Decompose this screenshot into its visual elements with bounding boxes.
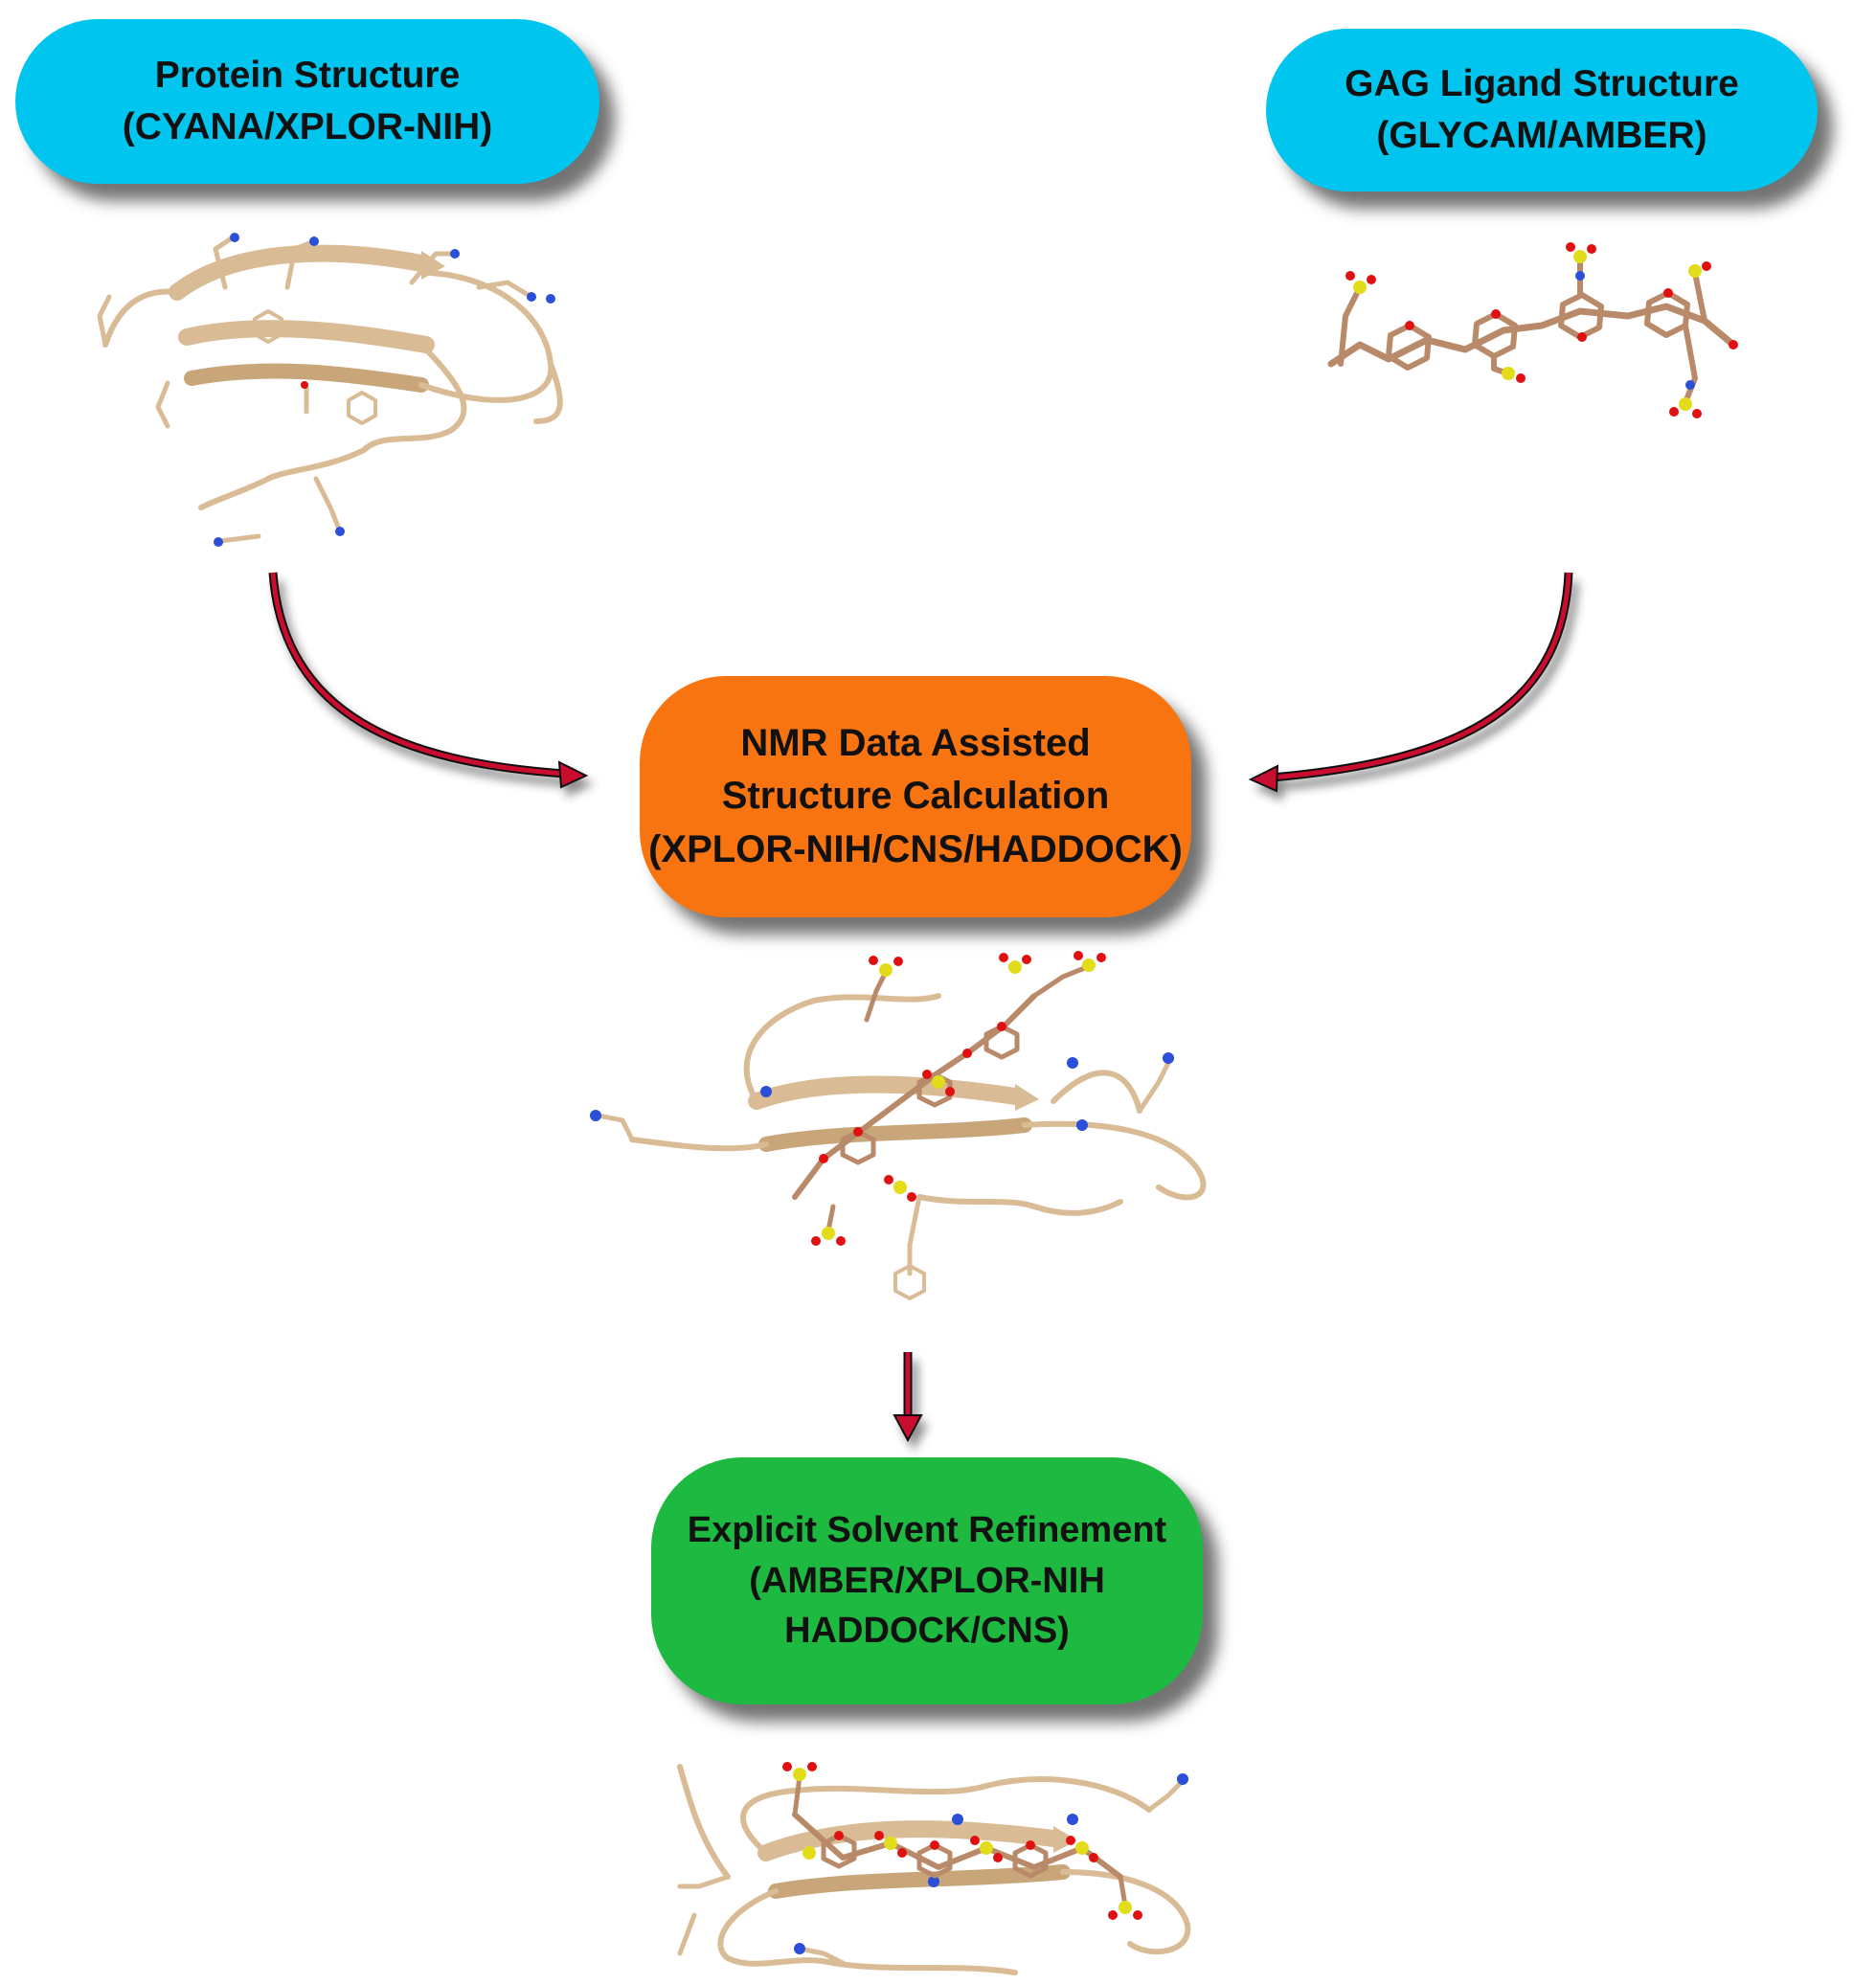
protein-structure-title: Protein Structure (154, 55, 461, 97)
protein-ribbon-icon (97, 233, 563, 547)
nmr-calculation-box: NMR Data Assisted Structure Calculation … (640, 676, 1191, 917)
gag-ligand-title: GAG Ligand Structure (1345, 63, 1739, 105)
solvent-refinement-tools-1: (AMBER/XPLOR-NIH (749, 1560, 1105, 1601)
solvent-refinement-title: Explicit Solvent Refinement (687, 1510, 1167, 1551)
arrow-gag-to-nmr (1248, 572, 1573, 793)
solvent-refinement-box: Explicit Solvent Refinement (AMBER/XPLOR… (651, 1457, 1203, 1704)
protein-structure-box: Protein Structure (CYANA/XPLOR-NIH) (15, 19, 599, 184)
gag-ligand-tools: (GLYCAM/AMBER) (1376, 115, 1707, 156)
nmr-calculation-line2: Structure Calculation (721, 775, 1110, 818)
protein-structure-tools: (CYANA/XPLOR-NIH) (122, 106, 493, 147)
gag-ligand-box: GAG Ligand Structure (GLYCAM/AMBER) (1266, 29, 1818, 192)
gag-ligand-sticks-icon (1327, 242, 1738, 418)
arrow-protein-to-nmr (268, 572, 589, 789)
arrow-nmr-to-refinement (893, 1352, 923, 1443)
refined-complex-icon (677, 1762, 1191, 1975)
nmr-calculation-line1: NMR Data Assisted (740, 722, 1091, 765)
nmr-calculation-tools: (XPLOR-NIH/CNS/HADDOCK) (648, 827, 1183, 870)
solvent-refinement-tools-2: HADDOCK/CNS) (784, 1611, 1070, 1652)
protein-gag-complex-icon (590, 951, 1207, 1300)
